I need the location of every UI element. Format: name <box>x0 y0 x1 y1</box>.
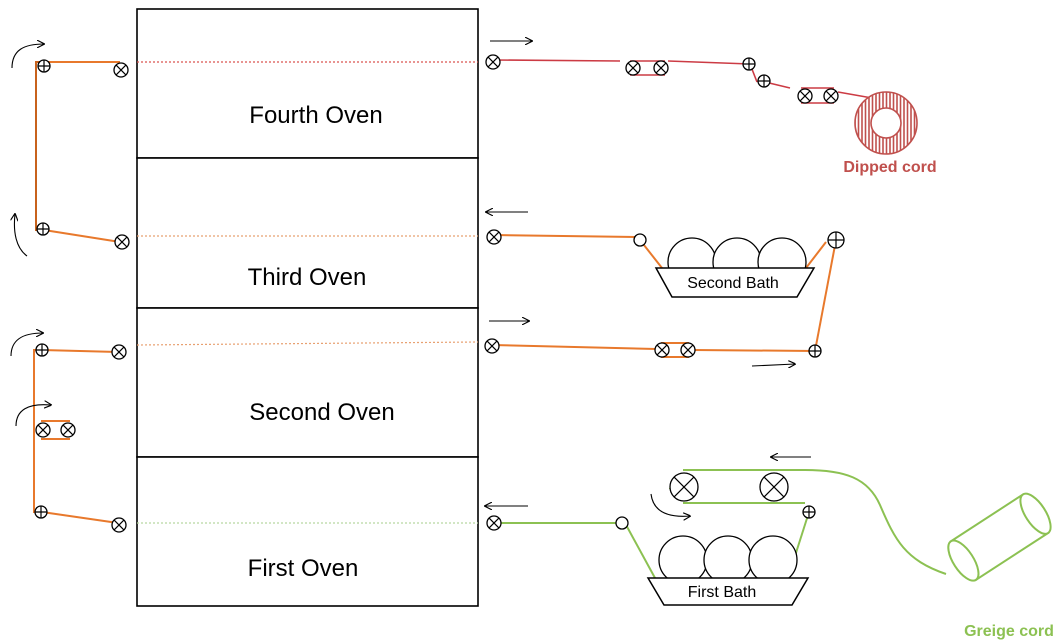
plus-roller-icon <box>37 59 51 73</box>
cross-roller-icon <box>654 342 670 358</box>
turn-arrow-icon <box>650 493 690 516</box>
greige-plus-roller-icon <box>802 505 816 519</box>
plus-roller-icon <box>36 222 50 236</box>
turn-arrow-icon <box>11 44 44 69</box>
greige-package-icon <box>947 492 1052 582</box>
third-oven-box <box>136 157 479 309</box>
cross-roller-icon <box>797 88 813 104</box>
greige-cross-roller-1-icon <box>669 472 699 502</box>
cross-roller-icon <box>680 342 696 358</box>
first-oven-label: First Oven <box>248 555 359 582</box>
cross-roller-icon <box>485 54 501 70</box>
dipped-cord-path <box>493 59 873 104</box>
first-bath-tank <box>646 577 810 606</box>
greige-roller-group <box>486 472 816 531</box>
fourth-oven-label: Fourth Oven <box>249 102 382 129</box>
in-oven-cord-lines <box>136 61 479 524</box>
plus-roller-icon <box>34 505 48 519</box>
second-oven-box <box>136 307 479 458</box>
cross-roller-icon <box>35 422 51 438</box>
turn-arrow-icon <box>10 333 43 357</box>
plus-roller-icon <box>35 343 49 357</box>
greige-cross-roller-2-icon <box>759 472 789 502</box>
first-bath-roller-1 <box>658 535 708 585</box>
second-oven-label: Second Oven <box>249 399 394 426</box>
second-bath: Second Bath <box>654 237 816 298</box>
turn-arrow-icon <box>15 405 51 427</box>
plus-roller-icon <box>808 344 822 358</box>
cross-roller-icon <box>484 338 500 354</box>
greige-cord-label: Greige cord <box>964 623 1054 640</box>
greige-cord-path <box>492 469 947 579</box>
second-bath-label: Second Bath <box>687 275 779 292</box>
oven-stack: Fourth Oven Third Oven Second Oven First… <box>136 8 479 607</box>
first-bath-label: First Bath <box>688 584 756 601</box>
first-bath-plain-roller-icon <box>615 516 629 530</box>
cross-roller-icon <box>823 88 839 104</box>
cross-roller-icon <box>653 60 669 76</box>
cross-roller-icon <box>486 229 502 245</box>
plain-roller-icon <box>633 233 647 247</box>
cross-roller-icon <box>113 62 129 78</box>
turn-arrow-icon <box>14 214 28 257</box>
flow-arrow-icon <box>751 364 795 366</box>
fourth-oven-box <box>136 8 479 159</box>
first-oven-box <box>136 456 479 607</box>
cross-roller-icon <box>111 344 127 360</box>
cross-roller-icon <box>625 60 641 76</box>
first-bath-roller-2 <box>703 535 753 585</box>
plus-roller-icon <box>742 57 756 71</box>
cross-roller-icon <box>60 422 76 438</box>
first-oven-exit-roller-icon <box>486 515 502 531</box>
dipped-cord-label: Dipped cord <box>843 159 936 176</box>
cord-spool-icon <box>854 91 918 155</box>
roller-markers <box>34 54 845 533</box>
third-oven-label: Third Oven <box>248 264 367 291</box>
second-bath-tank <box>654 267 816 298</box>
plus-roller-icon <box>757 74 771 88</box>
first-bath: First Bath <box>646 535 810 606</box>
flow-arrows <box>11 41 811 516</box>
cross-roller-icon <box>111 517 127 533</box>
cross-roller-icon <box>114 234 130 250</box>
first-bath-roller-3 <box>748 535 798 585</box>
